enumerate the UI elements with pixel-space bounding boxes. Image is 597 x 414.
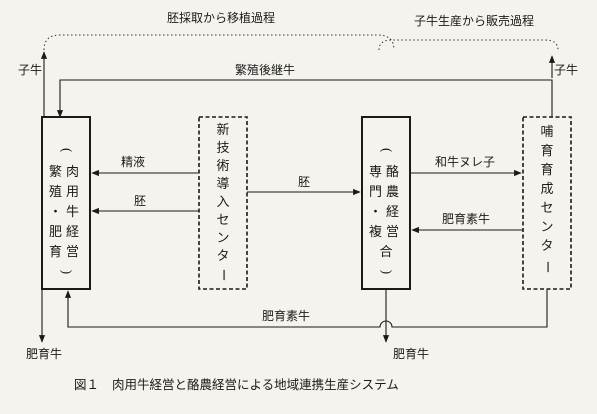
box-rakuno xyxy=(361,116,411,290)
hoiku-char-6: タ xyxy=(540,239,553,254)
rakuno-char-6: ) xyxy=(378,269,393,274)
hoiku-char-0: 哺 xyxy=(540,125,553,140)
hoiku-char-5: ン xyxy=(540,220,553,235)
flow-hanshoku-koukei-line xyxy=(56,79,553,124)
shingijutsu-char-7: タ xyxy=(216,249,229,264)
phase-label-right: 子牛生産から販売過程 xyxy=(414,13,534,28)
rakuno-char-4: 複営 xyxy=(369,224,403,240)
shingijutsu-char-8: ー xyxy=(215,268,230,281)
koushi-right-label: 子牛 xyxy=(554,62,578,77)
hoiku-char-4: セ xyxy=(540,201,553,216)
phase-bracket-left xyxy=(43,34,395,51)
shingijutsu-char-2: 術 xyxy=(216,159,229,174)
flow-wagyu-nuregko-label: 和牛ヌレ子 xyxy=(435,154,495,169)
koushi-left-label: 子牛 xyxy=(18,62,42,77)
shingijutsu-char-5: セ xyxy=(216,213,229,228)
caption-text: 肉用牛経営と酪農経営による地域連携生産システム xyxy=(112,377,399,392)
hoiku-char-3: 成 xyxy=(540,182,553,197)
box-shingijutsu-text: 新 技 術 導 入 セ ン タ ー xyxy=(215,122,230,282)
nikuyo-char-5: 育営 xyxy=(49,244,83,260)
shingijutsu-char-6: ン xyxy=(216,231,229,246)
box-shingijutsu xyxy=(198,116,248,290)
flow-hanshoku-koukei-label: 繁殖後継牛 xyxy=(235,62,295,77)
flow-hiiku-sogyu-rakuno-label: 肥育素牛 xyxy=(442,211,490,226)
flow-hai-rakuno-label: 胚 xyxy=(298,175,310,189)
rakuno-char-5: 合 xyxy=(379,245,392,260)
rakuno-char-0: ( xyxy=(378,147,393,152)
nikuyo-char-2: 殖用 xyxy=(49,184,83,200)
rakuno-char-1: 専酪 xyxy=(369,164,403,180)
hoiku-char-2: 育 xyxy=(540,162,553,178)
shingijutsu-char-4: 入 xyxy=(216,195,229,210)
nikuyo-char-6: ) xyxy=(58,269,73,274)
rakuno-char-2: 門農 xyxy=(369,185,403,200)
flow-seieki-label: 精液 xyxy=(121,154,145,169)
hiikugyu-left-label: 肥育牛 xyxy=(26,346,62,361)
phase-label-left: 胚採取から移植過程 xyxy=(167,10,275,25)
shingijutsu-char-3: 導 xyxy=(216,177,229,192)
hoiku-char-7: ー xyxy=(539,260,554,273)
flow-hai-nikuyo-label: 胚 xyxy=(134,194,146,208)
flow-hiiku-sogyu-bottom-label: 肥育素牛 xyxy=(262,308,310,323)
rakuno-char-3: ・経 xyxy=(369,205,403,220)
nikuyo-char-1: 繁肉 xyxy=(49,164,83,180)
shingijutsu-char-1: 技 xyxy=(216,141,229,156)
hiikugyu-right-label: 肥育牛 xyxy=(393,346,429,361)
shingijutsu-char-0: 新 xyxy=(216,122,229,138)
caption-number: 図１ xyxy=(74,377,99,392)
nikuyo-char-0: ( xyxy=(58,147,73,152)
hoiku-char-1: 育 xyxy=(540,143,553,159)
phase-bracket-right xyxy=(378,39,559,51)
box-rakuno-text: ( 専酪 門農 ・経 複営 合 ) xyxy=(369,147,403,274)
nikuyo-char-3: ・牛 xyxy=(49,205,83,220)
box-hoiku-text: 哺 育 育 成 セ ン タ ー xyxy=(539,125,554,274)
box-nikuyo-text: ( 繁肉 殖用 ・牛 肥経 育営 ) xyxy=(49,147,83,274)
box-nikuyo xyxy=(41,116,91,290)
nikuyo-char-4: 肥経 xyxy=(49,225,83,240)
